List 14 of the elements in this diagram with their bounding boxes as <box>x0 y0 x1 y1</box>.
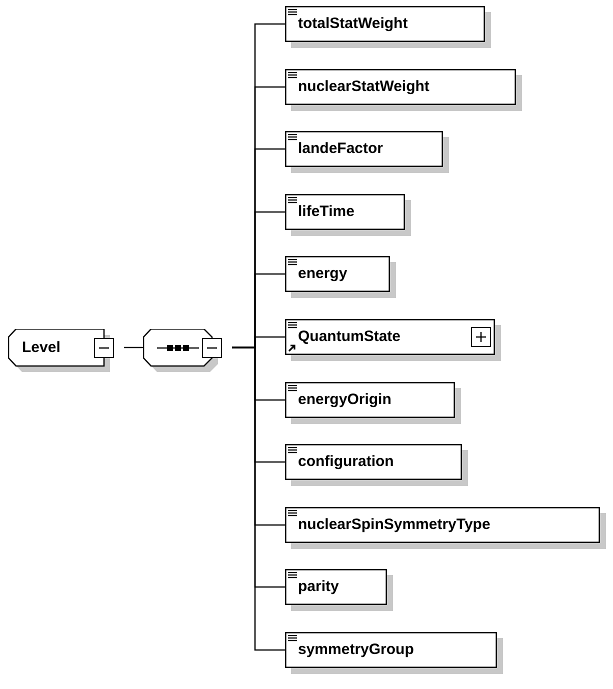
element-name: parity <box>298 578 339 595</box>
element-name: nuclearStatWeight <box>298 78 430 95</box>
element-name: totalStatWeight <box>298 15 408 32</box>
element-name: lifeTime <box>298 203 354 220</box>
element-name: landeFactor <box>298 140 384 157</box>
element-name: Level <box>22 338 60 356</box>
connector-line <box>124 346 143 348</box>
connector-line <box>232 346 285 651</box>
element-name: symmetryGroup <box>298 641 414 658</box>
element-name: energy <box>298 265 348 282</box>
element-name: nuclearSpinSymmetryType <box>298 516 490 533</box>
element-name: energyOrigin <box>298 391 392 408</box>
element-name: configuration <box>298 453 394 470</box>
element-name: QuantumState <box>298 328 401 345</box>
